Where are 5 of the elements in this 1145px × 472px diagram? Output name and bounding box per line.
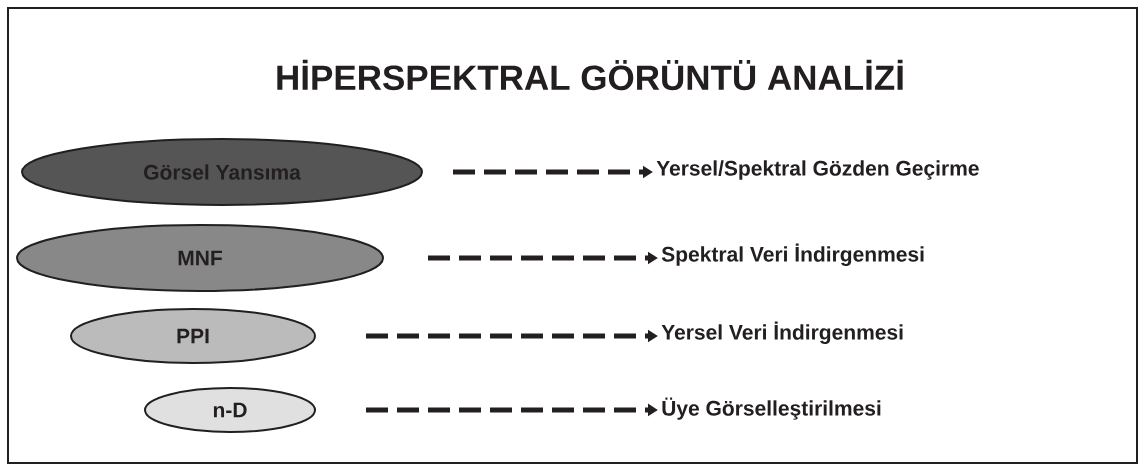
step-label: Üye Görselleştirilmesi bbox=[662, 397, 881, 420]
step-label: Spektral Veri İndirgenmesi bbox=[661, 243, 924, 266]
title: HİPERSPEKTRAL GÖRÜNTÜ ANALİZİ bbox=[277, 59, 903, 91]
step-label: Yersel/Spektral Gözden Geçirme bbox=[656, 160, 979, 180]
step-label: Yersel Veri İndirgenmesi bbox=[661, 321, 903, 344]
